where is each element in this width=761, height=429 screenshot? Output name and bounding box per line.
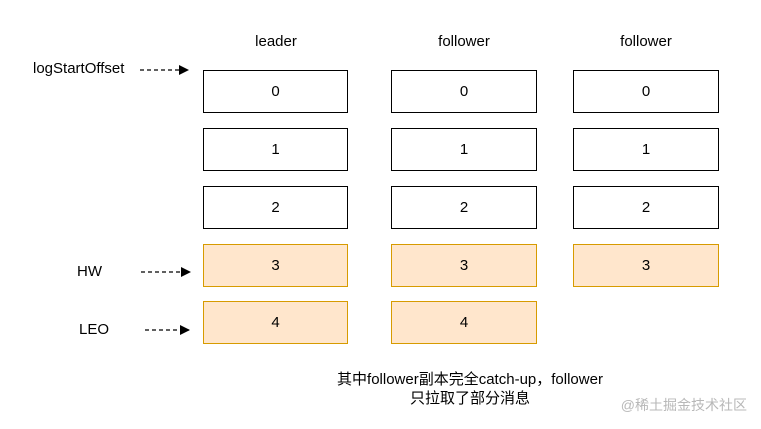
leader-offset-cell: 1 — [203, 128, 348, 171]
follower1-offset-cell: 0 — [391, 70, 537, 113]
follower1-offset-cell: 2 — [391, 186, 537, 229]
leader-offset-cell: 4 — [203, 301, 348, 344]
follower2-offset-cell: 3 — [573, 244, 719, 287]
follower2-offset-cell: 1 — [573, 128, 719, 171]
follower1-offset-cell: 3 — [391, 244, 537, 287]
caption: 其中follower副本完全catch-up，follower 只拉取了部分消息 — [290, 370, 650, 408]
follower2-offset-cell: 2 — [573, 186, 719, 229]
log-start-offset-label: logStartOffset — [33, 60, 125, 77]
follower2-offset-cell: 0 — [573, 70, 719, 113]
follower1-column-header: follower — [438, 33, 490, 50]
leader-offset-cell: 0 — [203, 70, 348, 113]
follower2-column-header: follower — [620, 33, 672, 50]
leader-column-header: leader — [255, 33, 297, 50]
leader-offset-cell: 3 — [203, 244, 348, 287]
leo-label: LEO — [79, 321, 110, 338]
leader-offset-cell: 2 — [203, 186, 348, 229]
follower1-offset-cell: 1 — [391, 128, 537, 171]
hw-label: HW — [77, 263, 102, 280]
caption-line: 只拉取了部分消息 — [409, 390, 530, 407]
watermark: @稀土掘金技术社区 — [620, 397, 747, 413]
follower1-offset-cell: 4 — [391, 301, 537, 344]
caption-line: 其中follower副本完全catch-up，follower — [337, 371, 603, 388]
